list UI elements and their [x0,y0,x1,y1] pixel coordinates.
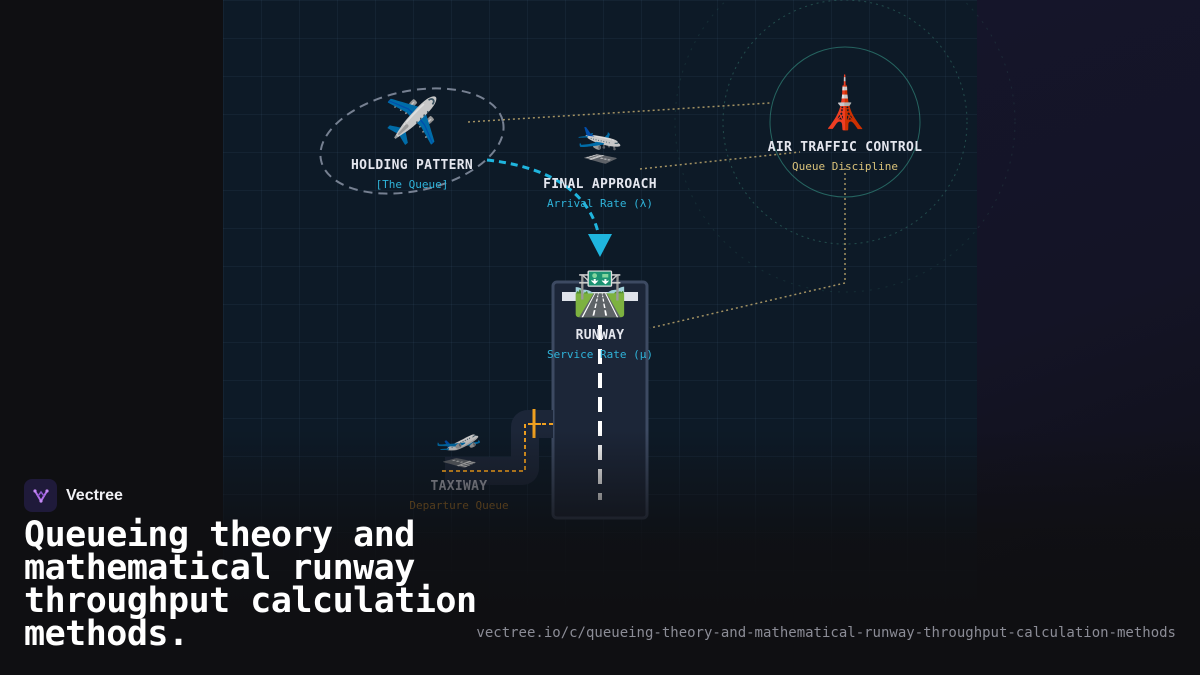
atc-subtitle: Queue Discipline [792,160,898,173]
airplane-departure-icon: 🛫 [435,425,483,469]
taxiway-label: TAXIWAY Departure Queue [409,479,508,512]
page-url[interactable]: vectree.io/c/queueing-theory-and-mathema… [476,625,1176,641]
approach-title: FINAL APPROACH [543,177,657,192]
runway-title: RUNWAY [575,328,625,343]
brand-name: Vectree [66,486,123,504]
holding-pattern-loop [319,87,505,195]
taxiway-subtitle: Departure Queue [409,499,509,512]
runway-threshold-bar [562,292,638,301]
road-icon: 🛣️ [572,268,628,319]
runway-label: RUNWAY Service Rate (μ) [547,328,653,361]
airplane-icon: ✈️ [384,96,440,147]
approach-subtitle: Arrival Rate (λ) [547,197,653,210]
runway-subtitle: Service Rate (μ) [547,348,653,361]
airplane-landing-icon: 🛬 [576,121,624,165]
atc-outer-ring [722,0,968,245]
atc-link-holding [467,102,771,123]
holding-pattern-label: HOLDING PATTERN [The Queue] [351,158,473,191]
brand: Vectree [24,479,123,512]
taxiway-title: TAXIWAY [430,479,488,494]
arrival-arrow-icon [588,234,612,257]
page-title: Queueing theory and mathematical runway … [24,515,477,654]
tower-icon: 🗼 [813,74,877,132]
atc-label: AIR TRAFFIC CONTROL Queue Discipline [768,140,922,173]
atc-link-runway [649,168,846,329]
atc-title: AIR TRAFFIC CONTROL [767,140,923,155]
final-approach-label: FINAL APPROACH Arrival Rate (λ) [543,177,657,210]
arrival-flow-path [486,158,600,233]
holding-title: HOLDING PATTERN [351,158,473,173]
atc-far-ring [674,0,1016,293]
vectree-logo-icon [24,479,57,512]
holding-subtitle: [The Queue] [375,178,449,191]
atc-link-approach [639,151,801,170]
atc-inner-ring [769,46,921,198]
